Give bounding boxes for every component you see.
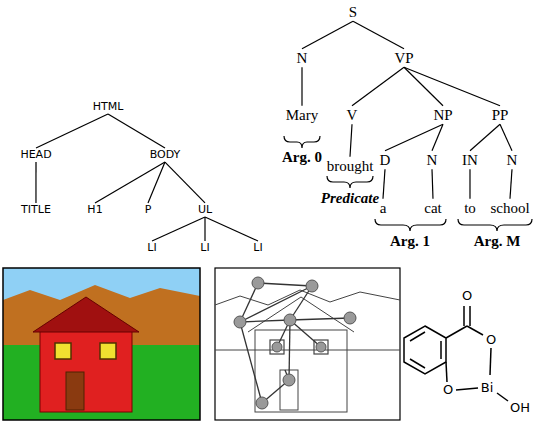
parse-tree-node: N: [426, 152, 439, 169]
molecule-bonds: [404, 306, 508, 401]
node-label: TITLE: [21, 204, 51, 216]
node-label: H1: [87, 204, 102, 216]
parse-tree-node: PP: [491, 107, 510, 124]
parse-tree-node: NP: [432, 107, 453, 124]
tree-edge: [470, 124, 500, 151]
role-label: Arg. M: [474, 233, 521, 250]
node-label: a: [380, 200, 387, 217]
node-label: UL: [198, 204, 212, 216]
node-label: HTML: [93, 101, 124, 113]
tree-edge: [301, 67, 302, 106]
node-label: HEAD: [20, 149, 51, 161]
atom-label: O: [443, 383, 453, 397]
tree-edge: [148, 162, 165, 203]
node-label: school: [490, 200, 529, 217]
tree-edge: [165, 162, 205, 203]
node-label: BODY: [150, 149, 181, 161]
tree-edge: [404, 67, 500, 106]
tree-edge: [353, 21, 404, 49]
node-label: cat: [424, 200, 441, 217]
node-label: V: [347, 107, 358, 124]
parse-tree-node: N: [296, 50, 309, 67]
node-label: D: [380, 152, 391, 169]
node-label: P: [145, 204, 152, 216]
tree-edge: [350, 124, 352, 157]
tree-edge: [500, 124, 512, 151]
node-label: LI: [253, 242, 262, 254]
role-label: Predicate: [321, 190, 379, 207]
tree-edge: [95, 162, 165, 203]
parse-tree-node: S: [348, 4, 358, 21]
parse-tree-node: school: [489, 200, 530, 217]
tree-edge: [108, 114, 165, 148]
tree-edge: [469, 169, 470, 199]
parse-tree-node: a: [379, 200, 388, 217]
parse-tree-node: D: [379, 152, 392, 169]
node-label: NP: [433, 107, 452, 124]
dom-tree-node: HEAD: [19, 149, 52, 161]
node-label: N: [427, 152, 438, 169]
dom-tree-node: LI: [146, 242, 157, 254]
dom-tree-node: LI: [252, 242, 263, 254]
node-label: brought: [327, 158, 374, 175]
tree-edge: [35, 162, 36, 203]
parse-tree-node: V: [346, 107, 359, 124]
atom-label: OH: [510, 401, 530, 415]
dom-tree-node: H1: [86, 204, 103, 216]
tree-edge: [352, 67, 404, 106]
tree-edge: [205, 217, 258, 241]
atom-label: Bi: [481, 381, 494, 395]
node-label: N: [507, 152, 518, 169]
parse-tree-node: VP: [393, 50, 414, 67]
node-label: LI: [200, 242, 209, 254]
parse-tree-node: cat: [423, 200, 442, 217]
tree-edge: [431, 169, 433, 199]
parse-tree-node: IN: [461, 152, 479, 169]
tree-edge: [204, 217, 205, 241]
node-label: to: [464, 200, 476, 217]
dom-tree-node: HTML: [92, 101, 125, 113]
dom-tree-node: P: [144, 204, 153, 216]
house-picture: [3, 268, 200, 420]
tree-edge: [302, 21, 353, 49]
tree-edge: [152, 217, 205, 241]
node-label: PP: [492, 107, 509, 124]
node-label: N: [297, 50, 308, 67]
atom-label: O: [462, 289, 472, 303]
tree-edge: [385, 124, 443, 151]
tree-edge: [404, 67, 443, 106]
role-label: Arg. 1: [390, 233, 430, 250]
node-label: Mary: [286, 107, 319, 124]
parse-tree-node: brought: [326, 158, 375, 175]
region-graph: [215, 268, 400, 420]
node-label: LI: [147, 242, 156, 254]
node-label: IN: [462, 152, 478, 169]
parse-tree-node: to: [463, 200, 477, 217]
parse-tree-node: Mary: [285, 107, 320, 124]
dom-tree-node: TITLE: [20, 204, 52, 216]
parse-tree-node: N: [506, 152, 519, 169]
node-label: S: [349, 4, 357, 21]
dom-tree-node: LI: [199, 242, 210, 254]
tree-edge: [510, 169, 512, 199]
tree-edge: [383, 169, 385, 199]
dom-tree-node: BODY: [149, 149, 182, 161]
atom-label: O: [486, 333, 496, 347]
tree-edge: [432, 124, 443, 151]
dom-tree-node: UL: [197, 204, 213, 216]
tree-edge: [36, 114, 108, 148]
role-label: Arg. 0: [282, 149, 322, 166]
node-label: VP: [394, 50, 413, 67]
